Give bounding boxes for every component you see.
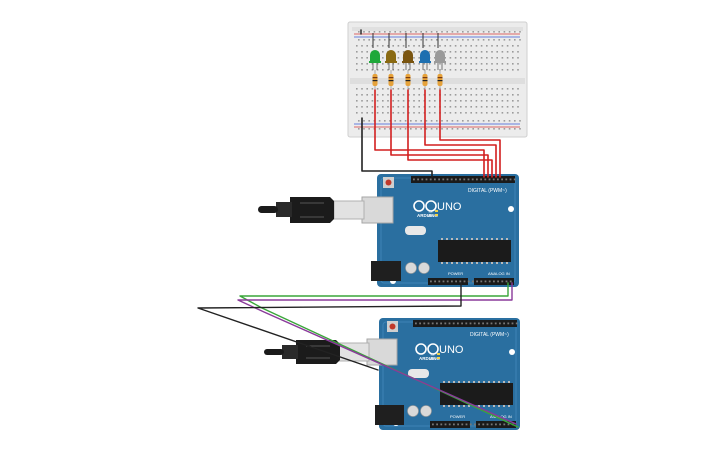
arduino-uno-bottom[interactable]: DIGITAL (PWM~) UNO ARDUINO TX RX POWER A… [366, 318, 520, 430]
led-yellow[interactable] [385, 33, 397, 90]
power-analog-header[interactable] [432, 423, 514, 426]
digital-label: DIGITAL (PWM~) [470, 332, 509, 338]
resistor[interactable] [388, 70, 394, 90]
resistor[interactable] [422, 70, 428, 90]
arduino-logo-icon [415, 343, 439, 355]
led-green[interactable] [369, 33, 381, 90]
resistor[interactable] [372, 70, 378, 90]
analog-label: ANALOG IN [490, 414, 512, 419]
board-model: UNO [439, 344, 464, 356]
led-orange[interactable] [402, 33, 414, 90]
power-analog-header[interactable] [430, 280, 512, 283]
tx-label: TX [428, 210, 433, 214]
rx-label: RX [428, 214, 434, 218]
arduino-logo-icon [413, 200, 437, 212]
led-white[interactable] [434, 33, 446, 90]
board-brand: ARDUINO [419, 356, 440, 361]
analog-label: ANALOG IN [488, 271, 510, 276]
board-brand: ARDUINO [417, 213, 438, 218]
wires-red[interactable] [374, 89, 501, 178]
wires-inter-board[interactable] [197, 282, 519, 428]
power-label: POWER [448, 271, 463, 276]
arduino-uno-top[interactable]: DIGITAL (PWM~) UNO ARDUINO TX RX POWER A… [361, 174, 519, 287]
tx-label: TX [430, 353, 435, 357]
usb-cable-top[interactable] [258, 197, 365, 223]
resistor[interactable] [405, 70, 411, 90]
led-blue[interactable] [419, 33, 431, 90]
power-label: POWER [450, 414, 465, 419]
rx-label: RX [430, 357, 436, 361]
digital-label: DIGITAL (PWM~) [468, 188, 507, 194]
led-array[interactable] [369, 33, 446, 90]
resistor[interactable] [437, 70, 443, 90]
wire-black-ground[interactable] [360, 29, 433, 178]
atmega-chip [441, 238, 508, 264]
board-model: UNO [437, 201, 462, 213]
digital-header[interactable] [413, 178, 516, 181]
digital-header[interactable] [415, 322, 518, 325]
